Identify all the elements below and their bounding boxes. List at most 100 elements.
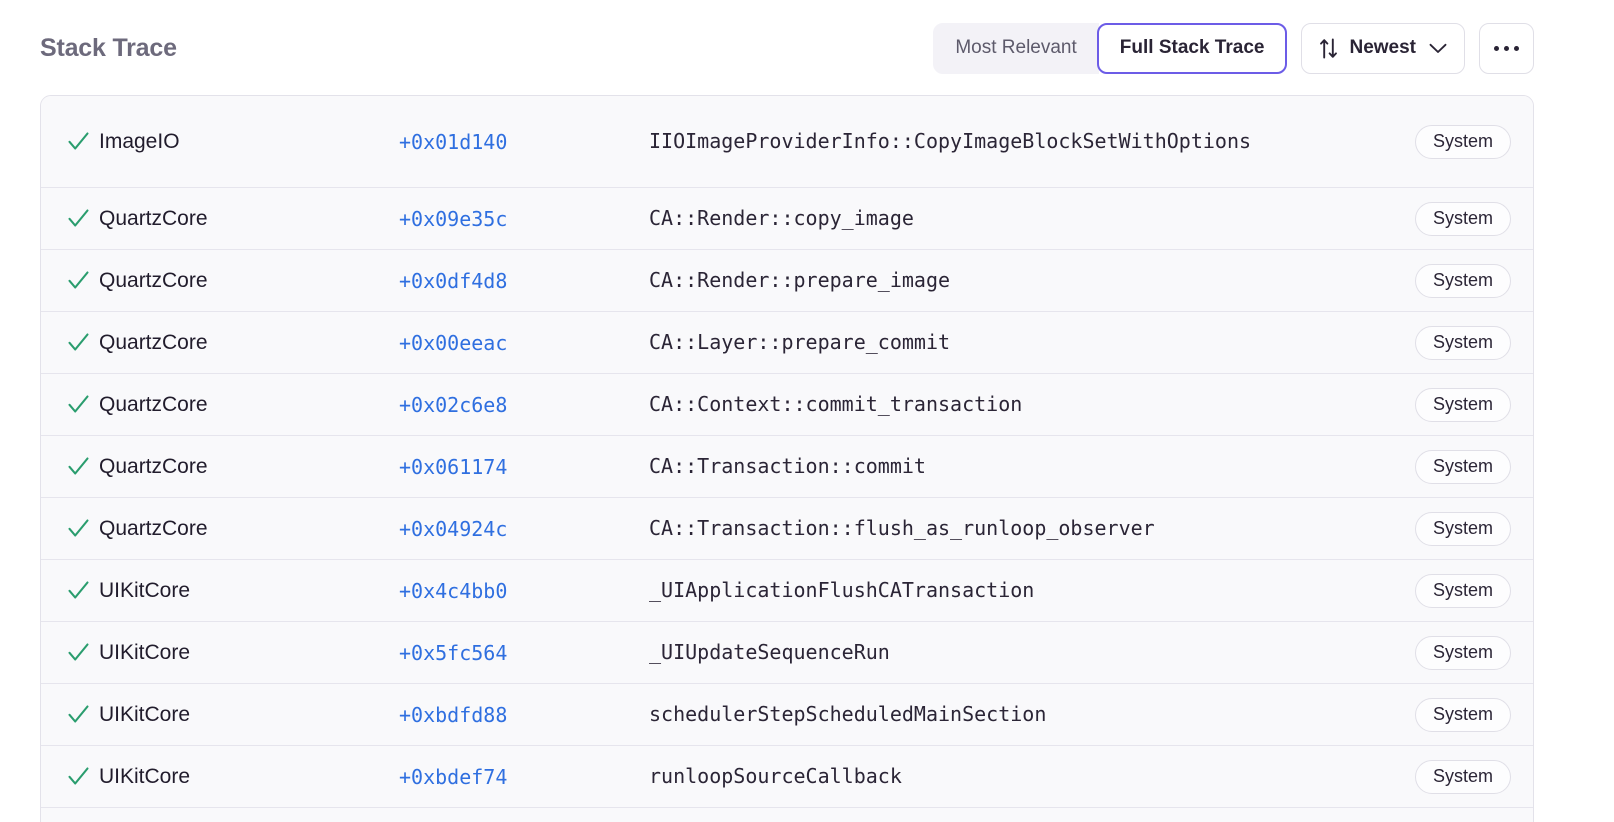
table-row[interactable]: UIKitCore +0x5fc564 _UIUpdateSequenceRun… — [41, 622, 1533, 684]
table-row[interactable]: QuartzCore +0x04924c CA::Transaction::fl… — [41, 498, 1533, 560]
table-row[interactable]: QuartzCore +0x0df4d8 CA::Render::prepare… — [41, 250, 1533, 312]
sort-dropdown[interactable]: Newest — [1301, 22, 1465, 74]
check-icon — [67, 395, 89, 413]
frame-offset[interactable]: +0xbdef74 — [399, 764, 508, 789]
frame-tag: System — [1414, 387, 1511, 422]
frame-status — [41, 454, 99, 479]
frame-image-name: UIKitCore — [99, 640, 191, 664]
page-title: Stack Trace — [40, 33, 177, 62]
table-row[interactable]: UIKitCore +0x4c4bb0 _UIApplicationFlushC… — [41, 560, 1533, 622]
frame-offset[interactable]: +0x09e35c — [399, 206, 508, 231]
status-badge: System — [1414, 449, 1511, 484]
table-row[interactable]: UIKitCore +0xbdfd88 schedulerStepSchedul… — [41, 684, 1533, 746]
frame-function: CA::Render::prepare_image — [649, 268, 951, 293]
status-badge: System — [1414, 387, 1511, 422]
frame-tag: System — [1414, 697, 1511, 732]
check-icon — [67, 457, 89, 475]
frame-offset[interactable]: +0x061174 — [399, 454, 508, 479]
ellipsis-dot — [1494, 45, 1499, 51]
frame-function: CA::Transaction::flush_as_runloop_observ… — [649, 516, 1155, 541]
frame-tag: System — [1414, 201, 1511, 236]
overflow-menu-button[interactable] — [1479, 22, 1534, 74]
frame-function: CA::Render::copy_image — [649, 206, 914, 231]
ellipsis-dot — [1504, 45, 1509, 51]
frame-offset[interactable]: +0x02c6e8 — [399, 392, 508, 417]
frame-function: CA::Context::commit_transaction — [649, 392, 1023, 417]
chevron-down-icon — [1427, 43, 1447, 54]
frame-function: _UIUpdateSequenceRun — [649, 640, 890, 665]
status-badge: System — [1414, 759, 1511, 794]
check-icon — [67, 132, 89, 150]
frame-image-name: UIKitCore — [99, 764, 191, 788]
frame-offset[interactable]: +0x04924c — [399, 516, 508, 541]
frame-function: schedulerStepScheduledMainSection — [649, 702, 1047, 727]
check-icon — [67, 271, 89, 289]
frame-offset[interactable]: +0x00eeac — [399, 330, 508, 355]
frame-status — [41, 578, 99, 603]
frame-image-name: ImageIO — [99, 129, 180, 153]
table-row[interactable]: QuartzCore +0x09e35c CA::Render::copy_im… — [41, 188, 1533, 250]
frame-status — [41, 640, 99, 665]
frame-tag: System — [1414, 573, 1511, 608]
frame-status — [41, 516, 99, 541]
frame-status — [41, 702, 99, 727]
frame-tag: System — [1414, 511, 1511, 546]
frame-image-name: UIKitCore — [99, 578, 191, 602]
header-controls: Most Relevant Full Stack Trace Newest — [933, 22, 1534, 74]
status-badge: System — [1414, 124, 1511, 159]
status-badge: System — [1414, 635, 1511, 670]
stack-frame-list: ImageIO +0x01d140 IIOImageProviderInfo::… — [40, 95, 1534, 822]
table-row[interactable]: QuartzCore +0x02c6e8 CA::Context::commit… — [41, 374, 1533, 436]
sort-dropdown-label: Newest — [1349, 37, 1416, 58]
table-row[interactable]: UIKitCore +0xbdef74 runloopSourceCallbac… — [41, 746, 1533, 808]
frame-status — [41, 206, 99, 231]
check-icon — [67, 581, 89, 599]
frame-function: CA::Transaction::commit — [649, 454, 926, 479]
frame-offset[interactable]: +0xbdfd88 — [399, 702, 508, 727]
ellipsis-dot — [1514, 45, 1519, 51]
frame-tag: System — [1414, 124, 1511, 159]
frame-tag: System — [1414, 635, 1511, 670]
sort-updown-icon — [1319, 38, 1338, 59]
frame-status — [41, 330, 99, 355]
frame-image-name: QuartzCore — [99, 206, 208, 230]
frame-status — [41, 268, 99, 293]
status-badge: System — [1414, 511, 1511, 546]
frame-tag: System — [1414, 263, 1511, 298]
frame-image-name: QuartzCore — [99, 268, 208, 292]
frame-image-name: QuartzCore — [99, 516, 208, 540]
frame-function: CA::Layer::prepare_commit — [649, 330, 951, 355]
frame-offset[interactable]: +0x01d140 — [399, 129, 508, 154]
check-icon — [67, 643, 89, 661]
tab-most-relevant[interactable]: Most Relevant — [933, 22, 1099, 74]
check-icon — [67, 705, 89, 723]
status-badge: System — [1414, 325, 1511, 360]
check-icon — [67, 209, 89, 227]
frame-status — [41, 129, 99, 154]
frame-function: _UIApplicationFlushCATransaction — [649, 578, 1035, 603]
status-badge: System — [1414, 697, 1511, 732]
view-mode-segmented-control[interactable]: Most Relevant Full Stack Trace — [933, 22, 1288, 74]
frame-status — [41, 764, 99, 789]
frame-image-name: QuartzCore — [99, 454, 208, 478]
frame-tag: System — [1414, 759, 1511, 794]
frame-function: IIOImageProviderInfo::CopyImageBlockSetW… — [649, 129, 1252, 154]
frame-offset[interactable]: +0x5fc564 — [399, 640, 508, 665]
status-badge: System — [1414, 263, 1511, 298]
frame-image-name: QuartzCore — [99, 392, 208, 416]
table-row[interactable]: ImageIO +0x01d140 IIOImageProviderInfo::… — [41, 96, 1533, 188]
check-icon — [67, 767, 89, 785]
frame-tag: System — [1414, 449, 1511, 484]
table-row[interactable]: QuartzCore +0x00eeac CA::Layer::prepare_… — [41, 312, 1533, 374]
check-icon — [67, 333, 89, 351]
tab-full-stack-trace[interactable]: Full Stack Trace — [1096, 22, 1288, 74]
status-badge: System — [1414, 573, 1511, 608]
frame-function: runloopSourceCallback — [649, 764, 902, 789]
frame-offset[interactable]: +0x4c4bb0 — [399, 578, 508, 603]
table-row[interactable]: QuartzCore +0x061174 CA::Transaction::co… — [41, 436, 1533, 498]
frame-tag: System — [1414, 325, 1511, 360]
panel-header: Stack Trace Most Relevant Full Stack Tra… — [40, 12, 1534, 84]
frame-image-name: QuartzCore — [99, 330, 208, 354]
frame-offset[interactable]: +0x0df4d8 — [399, 268, 508, 293]
